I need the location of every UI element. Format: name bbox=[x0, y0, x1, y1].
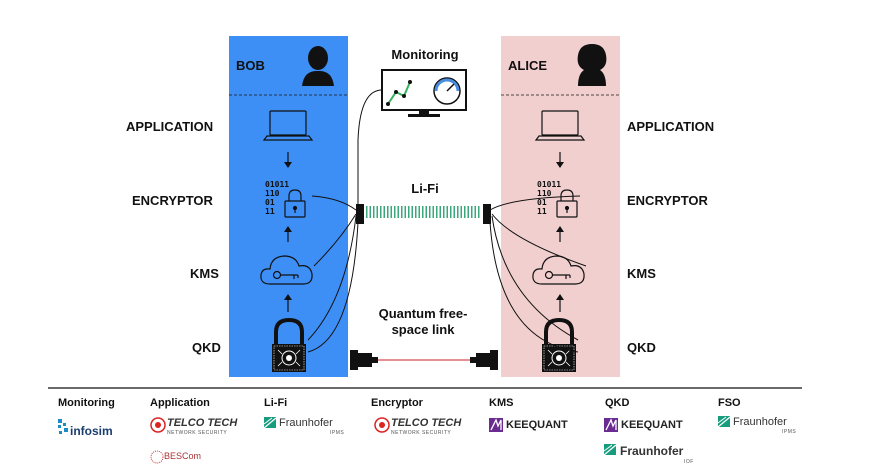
fraunhofer-iof-text: IOF bbox=[684, 459, 694, 465]
bob-binary-line-3: 01 bbox=[265, 198, 275, 207]
infosim-logo-mark bbox=[58, 419, 68, 434]
bob-label: BOB bbox=[236, 58, 265, 73]
alice-arrow-up-icon-2 bbox=[556, 294, 564, 312]
legend-header-qkd: QKD bbox=[605, 397, 630, 409]
right-row-label-kms: KMS bbox=[627, 266, 656, 281]
telcotech-logo-mark-1 bbox=[150, 417, 166, 433]
fraunhofer-logo-text-2: Fraunhofer bbox=[620, 444, 684, 458]
fraunhofer-logo-mark-1 bbox=[263, 417, 277, 429]
alice-laptop-icon bbox=[534, 110, 586, 141]
alice-quantum-connector-icon bbox=[470, 350, 498, 370]
alice-lifi-transceiver bbox=[483, 204, 491, 224]
connection-lines bbox=[307, 89, 587, 353]
keequant-logo-mark-2 bbox=[604, 418, 618, 432]
left-row-label-kms: KMS bbox=[190, 266, 219, 281]
alice-binary-line-1: 01011 bbox=[537, 180, 562, 189]
telcotech-logo-mark-2 bbox=[374, 417, 390, 433]
bob-binary-line-1: 01011 bbox=[265, 180, 290, 189]
bob-binary-code: 01011 110 01 11 bbox=[265, 180, 289, 216]
telcotech-logo-subtext-1: NETWORK SECURITY bbox=[167, 430, 228, 436]
alice-padlock-icon bbox=[556, 189, 578, 218]
telcotech-logo-text-2: TELCO TECH bbox=[391, 417, 462, 429]
alice-qkd-lock-icon bbox=[542, 317, 576, 372]
legend-header-application: Application bbox=[150, 397, 210, 409]
legend-header-monitoring: Monitoring bbox=[58, 397, 115, 409]
fraunhofer-ipms-text-3: IPMS bbox=[782, 429, 797, 435]
bob-arrow-down-icon bbox=[284, 152, 292, 168]
keequant-logo-mark-1 bbox=[489, 418, 503, 432]
alice-cloud-key-icon bbox=[532, 255, 585, 285]
bob-qkd-lock-icon bbox=[272, 317, 306, 372]
right-row-label-qkd: QKD bbox=[627, 340, 656, 355]
keequant-logo-text-2: KEEQUANT bbox=[621, 419, 683, 431]
infosim-logo-text: infosim bbox=[70, 424, 113, 438]
bob-person-icon bbox=[302, 46, 334, 86]
bob-padlock-icon bbox=[284, 189, 306, 218]
alice-arrow-down-icon bbox=[556, 152, 564, 168]
bob-arrow-up-icon-1 bbox=[284, 226, 292, 242]
legend-header-fso: FSO bbox=[718, 397, 741, 409]
alice-binary-code: 01011 110 01 11 bbox=[537, 180, 561, 216]
alice-label: ALICE bbox=[508, 58, 547, 73]
bob-binary-line-4: 11 bbox=[265, 207, 275, 216]
alice-binary-line-3: 01 bbox=[537, 198, 547, 207]
bescom-logo-text: BESCom bbox=[164, 451, 202, 461]
monitoring-label: Monitoring bbox=[391, 47, 459, 62]
telcotech-logo-subtext-2: NETWORK SECURITY bbox=[391, 430, 452, 436]
alice-binary-line-2: 110 bbox=[537, 189, 552, 198]
fraunhofer-logo-mark-2 bbox=[603, 444, 617, 456]
keequant-logo-text-1: KEEQUANT bbox=[506, 419, 568, 431]
bescom-logo-mark bbox=[150, 450, 164, 464]
telcotech-logo-text-1: TELCO TECH bbox=[167, 417, 238, 429]
fraunhofer-logo-text-3: Fraunhofer bbox=[733, 416, 787, 428]
left-row-label-application: APPLICATION bbox=[126, 119, 214, 134]
bob-lifi-transceiver bbox=[356, 204, 364, 224]
fraunhofer-logo-text-1: Fraunhofer bbox=[279, 417, 333, 429]
right-row-label-encryptor: ENCRYPTOR bbox=[627, 193, 708, 208]
legend-header-lifi: Li-Fi bbox=[264, 397, 288, 409]
bob-binary-line-2: 110 bbox=[265, 189, 280, 198]
fraunhofer-ipms-text-1: IPMS bbox=[330, 430, 345, 436]
monitor-icon bbox=[381, 69, 467, 117]
left-row-label-encryptor: ENCRYPTOR bbox=[132, 193, 213, 208]
quantum-link-label-line2: space link bbox=[391, 322, 455, 337]
alice-person-icon bbox=[577, 44, 607, 86]
bob-quantum-connector-icon bbox=[350, 350, 378, 370]
alice-arrow-up-icon-1 bbox=[556, 226, 564, 242]
legend-header-encryptor: Encryptor bbox=[371, 397, 423, 409]
left-row-label-qkd: QKD bbox=[192, 340, 221, 355]
bob-arrow-up-icon-2 bbox=[284, 294, 292, 312]
bob-laptop-icon bbox=[262, 110, 314, 141]
legend-header-kms: KMS bbox=[489, 397, 514, 409]
fraunhofer-logo-mark-3 bbox=[717, 416, 731, 428]
right-row-label-application: APPLICATION bbox=[627, 119, 715, 134]
alice-binary-line-4: 11 bbox=[537, 207, 547, 216]
bob-cloud-key-icon bbox=[260, 255, 313, 285]
quantum-link-label-line1: Quantum free- bbox=[378, 306, 468, 321]
lifi-label: Li-Fi bbox=[411, 181, 439, 196]
